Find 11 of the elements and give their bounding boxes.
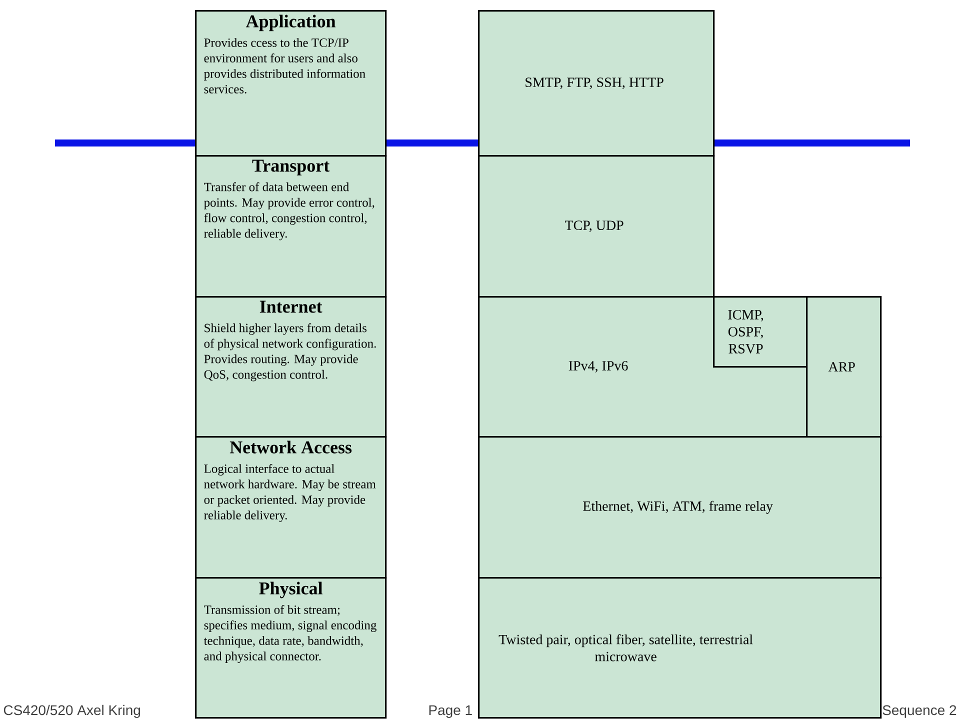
protocol-box: ICMP, OSPF, RSVP <box>713 296 808 368</box>
layer-box: Transport Transfer of data between end points. May provide error control, flow control, congestion control, reliable delivery. <box>195 155 387 298</box>
protocol-box: ARP <box>806 296 882 438</box>
layer-box: Network Access Logical interface to actual network hardware. May be stream or packet oriented. May provide reliable delivery. <box>195 436 387 579</box>
protocol-box: TCP, UDP <box>478 155 715 298</box>
protocol-box: SMTP, FTP, SSH, HTTP <box>478 10 715 157</box>
layer-box: Internet Shield higher layers from details of physical network configuration. Provides routing. May provide QoS, congestion control. <box>195 296 387 438</box>
protocol-box: Twisted pair, optical fiber, satellite, terrestrial microwave <box>478 577 882 719</box>
layer-box: Physical Transmission of bit stream; specifies medium, signal encoding technique, data rate, bandwidth, and physical connector. <box>195 577 387 719</box>
layer-box: Application Provides ccess to the TCP/IP environment for users and also provides distributed information services. <box>195 10 387 157</box>
footer-text: CS420/520 Axel Kring <box>4 704 140 718</box>
